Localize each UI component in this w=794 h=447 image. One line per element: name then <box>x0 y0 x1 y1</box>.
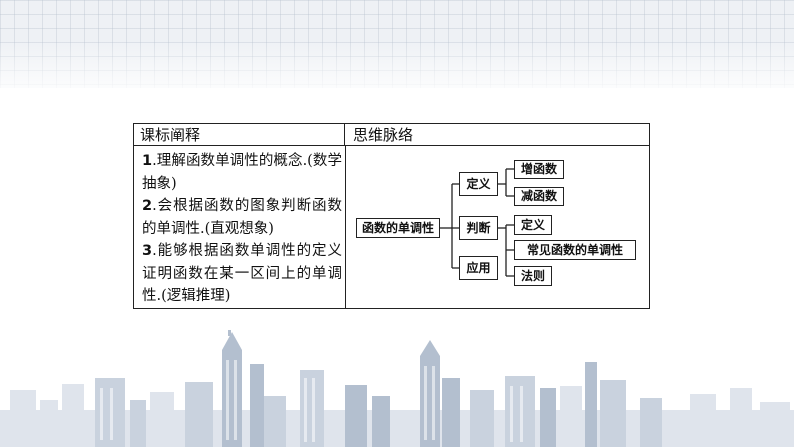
mindmap-leaf-rules: 法则 <box>514 266 552 286</box>
mindmap-branch-judgment: 判断 <box>459 216 498 240</box>
mind-map-connectors <box>440 168 514 277</box>
mind-map: 函数的单调性 定义 判断 应用 增函数 减函数 定义 常见函数的单调性 法则 <box>346 146 649 308</box>
goal-item-3: 3.能够根据函数单调性的定义证明函数在某一区间上的单调性.(逻辑推理) <box>142 243 342 304</box>
header-fade <box>0 40 794 100</box>
mindmap-leaf-decreasing: 减函数 <box>514 187 564 206</box>
mindmap-leaf-definition: 定义 <box>514 215 552 235</box>
content-table: 课标阐释 思维脉络 1.理解函数单调性的概念.(数学抽象) 2.会根据函数的图象… <box>133 123 650 309</box>
goal-item-2: 2.会根据函数的图象判断函数的单调性.(直观想象) <box>142 198 342 237</box>
header-standards: 课标阐释 <box>134 124 345 146</box>
header-mindmap: 思维脉络 <box>345 124 649 146</box>
mindmap-leaf-increasing: 增函数 <box>514 160 564 179</box>
mindmap-root: 函数的单调性 <box>356 218 440 238</box>
column-divider <box>345 146 346 308</box>
city-skyline-decoration <box>0 330 794 447</box>
learning-goals: 1.理解函数单调性的概念.(数学抽象) 2.会根据函数的图象判断函数的单调性.(… <box>142 150 342 308</box>
mindmap-leaf-common-functions: 常见函数的单调性 <box>514 240 636 260</box>
goal-item-1: 1.理解函数单调性的概念.(数学抽象) <box>142 153 342 192</box>
mindmap-branch-definition: 定义 <box>459 172 498 196</box>
mindmap-branch-application: 应用 <box>459 256 498 280</box>
